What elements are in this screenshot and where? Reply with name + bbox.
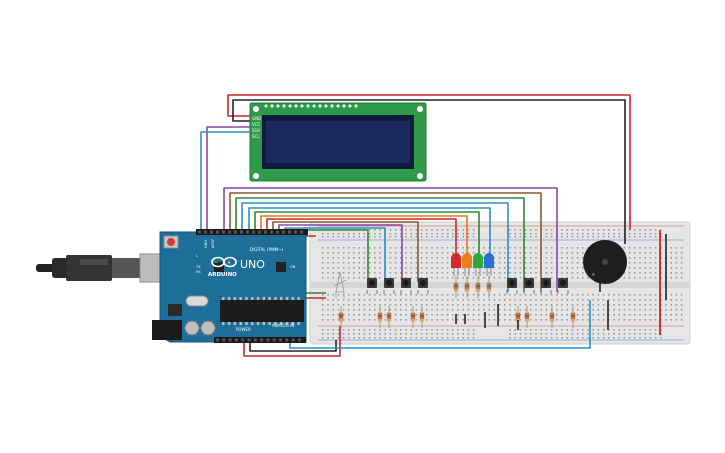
rx-label: RX bbox=[196, 270, 201, 274]
pushbutton[interactable] bbox=[540, 278, 552, 294]
wire-green-led[interactable] bbox=[254, 211, 480, 262]
pushbutton[interactable] bbox=[523, 278, 535, 294]
resistor bbox=[549, 306, 555, 328]
resistor bbox=[419, 306, 425, 328]
lcd-module[interactable]: GND VCC SDA SCL bbox=[249, 102, 427, 182]
resistor bbox=[486, 276, 492, 298]
usb-cable bbox=[36, 253, 177, 283]
wire-green-d[interactable] bbox=[235, 197, 525, 292]
wire-black-gnd[interactable] bbox=[232, 99, 626, 244]
wire-brown-btn[interactable] bbox=[272, 221, 419, 282]
aref-label: AREF bbox=[211, 239, 215, 248]
pushbutton[interactable] bbox=[506, 278, 518, 294]
resistor bbox=[377, 306, 383, 328]
wire-purple-d[interactable] bbox=[223, 187, 558, 292]
led-green[interactable] bbox=[473, 253, 483, 276]
resistor bbox=[464, 276, 470, 298]
wire-red-5v[interactable] bbox=[243, 326, 341, 357]
resistor bbox=[338, 306, 344, 328]
svg-text:+: + bbox=[591, 272, 595, 278]
lcd-top-pins bbox=[264, 104, 358, 108]
resistor bbox=[386, 306, 392, 328]
wire-blue-led[interactable] bbox=[248, 207, 491, 262]
wire-purple-sda[interactable] bbox=[206, 126, 250, 232]
board-logo-text: ARDUINO bbox=[208, 272, 237, 278]
resistor bbox=[570, 306, 576, 328]
pushbutton[interactable] bbox=[557, 278, 569, 294]
led-orange[interactable] bbox=[462, 253, 472, 276]
wire-black-gnd-b[interactable] bbox=[249, 340, 337, 352]
resistors bbox=[338, 276, 609, 330]
pushbutton[interactable] bbox=[417, 278, 429, 294]
board-model: UNO bbox=[240, 258, 265, 271]
arduino-logo: − + bbox=[211, 256, 237, 268]
on-led-label: ON bbox=[290, 265, 296, 269]
lcd-pin-vcc: VCC bbox=[252, 122, 261, 127]
resistor bbox=[524, 306, 530, 328]
led-blue[interactable] bbox=[484, 253, 494, 276]
potentiometer[interactable] bbox=[333, 271, 347, 298]
power-analog-header-pins bbox=[216, 338, 301, 342]
lcd-pin-sda: SDA bbox=[252, 128, 261, 133]
gnd-label: GND bbox=[204, 240, 208, 248]
atmega-chip-pins bbox=[222, 297, 300, 325]
digital-header-pins bbox=[198, 230, 303, 234]
led-red[interactable] bbox=[451, 253, 461, 276]
l-led-label: L bbox=[196, 254, 198, 258]
wire-blue-analog[interactable] bbox=[289, 300, 591, 349]
wire-orange-led[interactable] bbox=[260, 215, 468, 262]
wire-blue-scl[interactable] bbox=[200, 131, 250, 232]
svg-text:+: + bbox=[227, 260, 231, 266]
piezo-buzzer[interactable]: + bbox=[583, 240, 627, 284]
lcd-pin-gnd: GND bbox=[252, 116, 261, 121]
pushbutton[interactable] bbox=[400, 278, 412, 294]
lcd-screen bbox=[266, 121, 410, 163]
leds[interactable] bbox=[451, 253, 494, 276]
pushbutton[interactable] bbox=[383, 278, 395, 294]
wire-red-vcc[interactable] bbox=[227, 94, 631, 230]
lcd-pin-scl: SCL bbox=[252, 134, 260, 139]
resistor bbox=[453, 276, 459, 298]
wire-blue-d[interactable] bbox=[241, 202, 509, 292]
svg-text:−: − bbox=[214, 260, 218, 266]
digital-header-label: DIGITAL (PWM~) bbox=[250, 247, 284, 252]
wire-brown-d[interactable] bbox=[229, 192, 542, 292]
pushbutton[interactable] bbox=[366, 278, 378, 294]
tx-label: TX bbox=[195, 265, 201, 269]
resistor bbox=[475, 276, 481, 298]
power-header-label: POWER bbox=[236, 327, 251, 332]
arduino-uno[interactable]: − + ARDUINO UNO DIGITAL (PWM~) POWER ANA… bbox=[36, 229, 308, 343]
pushbuttons[interactable] bbox=[366, 278, 569, 294]
wire-purple-btn[interactable] bbox=[278, 224, 403, 282]
wire-red-led[interactable] bbox=[266, 218, 457, 262]
resistor bbox=[410, 306, 416, 328]
analog-header-label: ANALOG IN bbox=[272, 323, 294, 328]
